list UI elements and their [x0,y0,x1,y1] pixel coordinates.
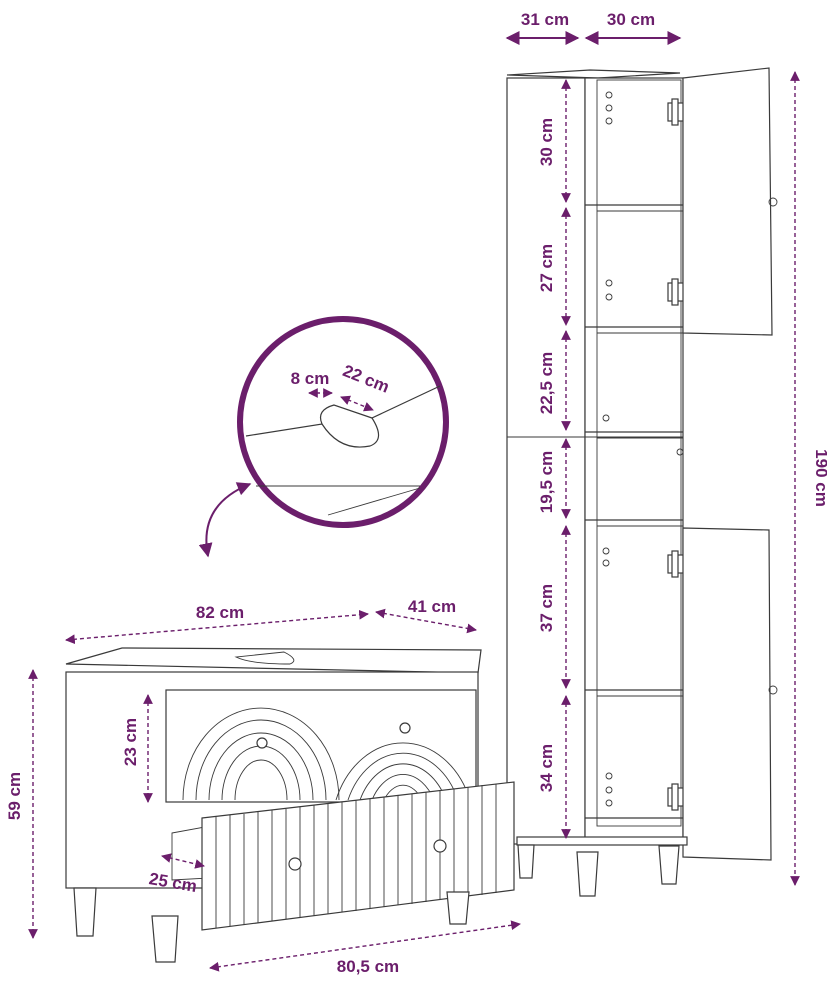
upper-door [682,67,773,336]
dim-shelf-6: 34 cm [537,744,556,792]
dim-height-total: 59 cm [5,772,24,820]
shelf-pin-holes [602,91,684,807]
dim-shelf-5: 37 cm [537,584,556,632]
dim-depth-top: 41 cm [408,597,456,616]
lower-drawer [201,781,515,931]
dim-shelf-4: 19,5 cm [537,451,556,513]
dim-drawer-height: 23 cm [121,718,140,766]
dim-shelf-2: 27 cm [537,244,556,292]
fluted-lines [215,784,497,928]
dim-width-top: 82 cm [196,603,244,622]
dim-cutout-a: 8 cm [291,369,330,388]
foot [73,887,97,937]
foot [517,844,535,879]
foot [576,851,599,897]
vanity-cabinet [65,647,515,963]
dim-drawer-width: 80,5 cm [337,957,399,976]
tall-cabinet-dimensions: 31 cm 30 cm 190 cm 30 cm 27 cm 22,5 cm 1… [505,10,827,886]
cutout-detail: 8 cm 22 cm [198,316,449,558]
drawer-knob [256,737,268,749]
tall-cabinet [506,67,778,897]
vanity-dimensions: 82 cm 41 cm 59 cm 23 cm 25 cm 80,5 cm [5,597,521,976]
drawer-knob [399,722,411,734]
foot [446,891,470,925]
door-knob [768,685,778,695]
shelves [507,204,683,819]
drawer-knob [288,857,302,871]
dim-height-total: 190 cm [812,449,827,507]
foot [151,915,179,963]
dim-width-body: 31 cm [521,10,569,29]
dim-shelf-3: 22,5 cm [537,352,556,414]
door-knob [768,197,778,207]
foot [658,845,680,885]
dim-width-door: 30 cm [607,10,655,29]
lower-door [682,527,772,861]
dim-shelf-1: 30 cm [537,118,556,166]
drawer-knob [433,839,447,853]
